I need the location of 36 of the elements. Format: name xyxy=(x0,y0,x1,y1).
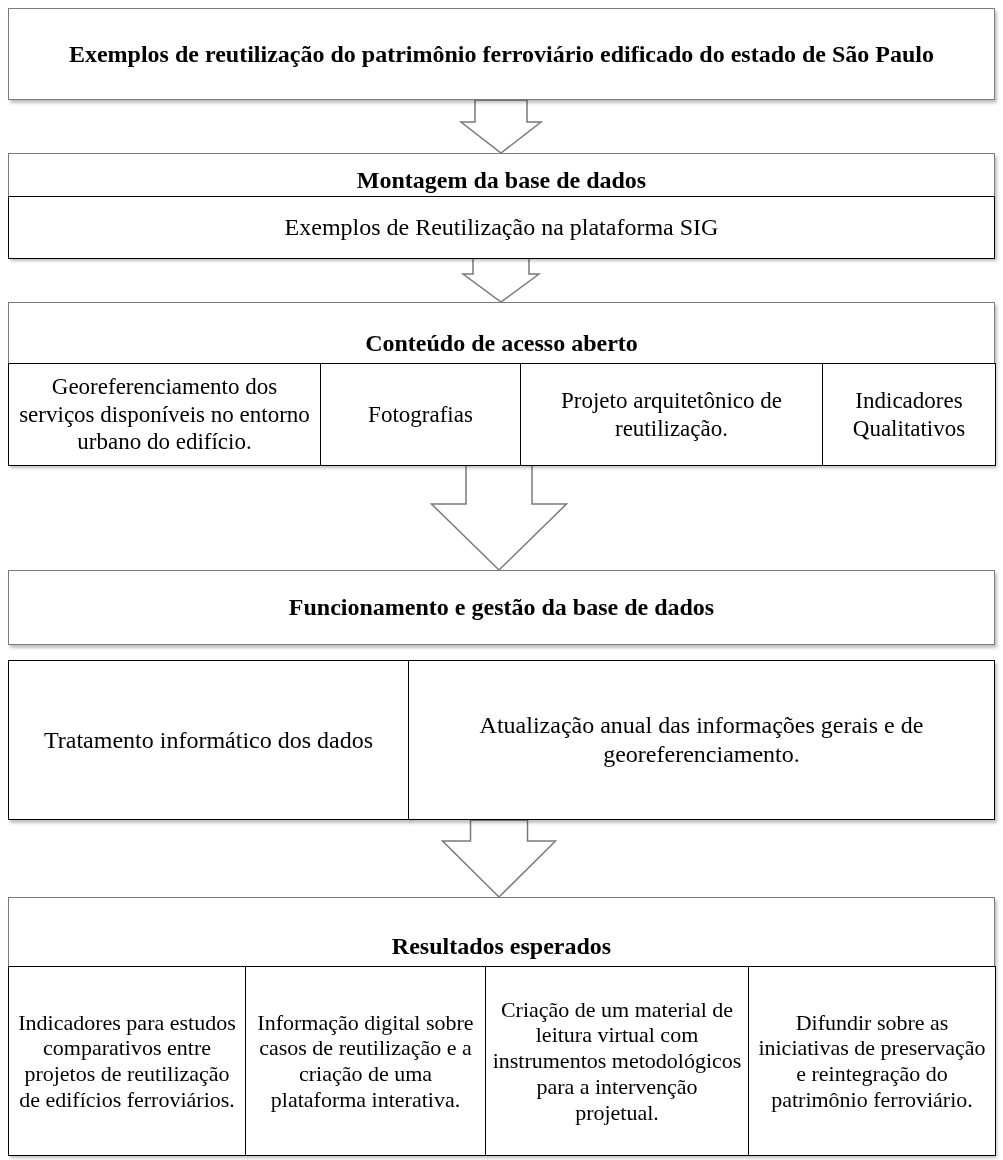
table-cell xyxy=(320,363,521,466)
box-text: Exemplos de reutilização do patrimônio ferroviário edificado do estado de São Paulo xyxy=(67,39,936,69)
box-text: Atualização anual das informações gerais e de georeferenciamento. xyxy=(478,711,925,769)
box-text: Exemplos de Reutilização na plataforma SIG xyxy=(283,213,720,242)
block-arrow xyxy=(460,257,542,303)
block-arrow xyxy=(440,819,558,899)
box-text: Indicadores Qualitativos xyxy=(851,386,967,443)
block-arrow xyxy=(458,99,544,154)
box-text: Informação digital sobre casos de reutilização e a criação de uma plataforma interativa. xyxy=(256,1009,475,1113)
table-cell xyxy=(748,966,996,1156)
box-text: Difundir sobre as iniciativas de preservação e reintegração do patrimônio ferroviário. xyxy=(757,1009,987,1113)
table-cell xyxy=(8,363,321,466)
box-text: Indicadores para estudos comparativos entre projetos de reutilização de edifícios ferroviários. xyxy=(17,1009,237,1113)
table-cell xyxy=(485,966,749,1156)
table-cell xyxy=(245,966,486,1156)
process-box xyxy=(8,153,995,258)
block-arrow xyxy=(429,464,569,572)
box-text: Projeto arquitetônico de reutilização. xyxy=(560,386,783,443)
process-box xyxy=(8,196,995,259)
process-box xyxy=(8,570,995,645)
box-heading: Conteúdo de acesso aberto xyxy=(364,329,639,358)
box-text: Fotografias xyxy=(367,400,474,429)
table-cell xyxy=(8,966,246,1156)
box-heading: Resultados esperados xyxy=(390,932,613,961)
box-text: Criação de um material de leitura virtual com instrumentos metodológicos para a intervenção projetual. xyxy=(491,996,743,1126)
process-box xyxy=(8,897,995,1155)
table-cell xyxy=(822,363,996,466)
table-cell xyxy=(520,363,823,466)
process-box xyxy=(8,302,995,465)
box-text: Funcionamento e gestão da base de dados xyxy=(287,593,716,622)
process-box xyxy=(8,660,409,820)
box-heading: Montagem da base de dados xyxy=(355,166,648,195)
box-text: Tratamento informático dos dados xyxy=(42,725,375,755)
process-box xyxy=(8,8,995,100)
process-box xyxy=(408,660,995,820)
box-text: Georeferenciamento dos serviços disponíveis no entorno urbano do edifício. xyxy=(18,373,311,456)
